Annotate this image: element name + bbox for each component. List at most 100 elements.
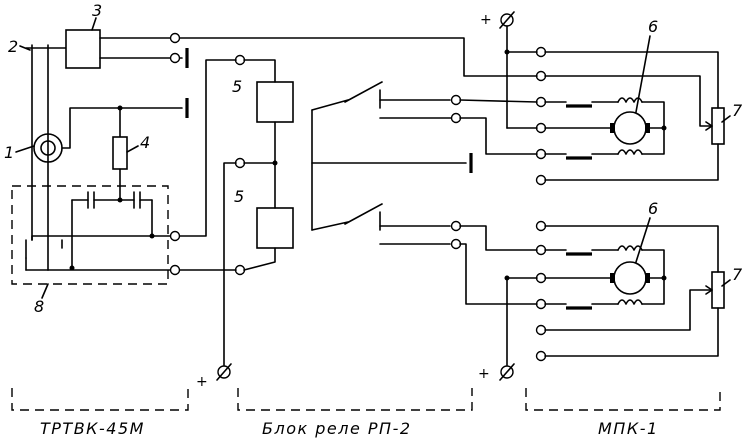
label-1: 1: [4, 143, 14, 162]
relay-wire: [243, 59, 276, 83]
relay-block-section: [179, 54, 473, 366]
junction-dot: [661, 125, 667, 131]
leader-line-4: [126, 145, 139, 153]
relay-coil-lower: [256, 207, 294, 249]
leader-line-7: [721, 115, 731, 123]
pot-wiper-wire: [544, 75, 713, 127]
mpk-terminal: [535, 70, 547, 82]
junction-dot: [117, 197, 123, 203]
leader-line-1: [15, 145, 35, 153]
component-labels: 1 2 3 4 5 5 6 6 7 7 8: [4, 1, 743, 316]
trtvk-terminal: [169, 264, 181, 276]
pot-wire: [544, 143, 719, 181]
relay-coil-upper: [256, 81, 294, 123]
potentiometer-7-upper: [711, 107, 725, 145]
label-7b: 7: [732, 265, 743, 284]
supply-wire-lower: [506, 277, 538, 366]
relay-terminal: [450, 220, 462, 232]
leader-line-2: [19, 45, 31, 51]
supply-plus-top: +: [480, 12, 492, 28]
label-6a: 6: [648, 17, 658, 36]
supply-plus-mpk: +: [478, 366, 490, 382]
pot-wire: [544, 51, 719, 109]
supply-slash: [499, 363, 515, 381]
supply-slash: [499, 11, 515, 29]
bimetal-spiral-inner: [40, 140, 56, 156]
leader-line-8: [41, 283, 49, 299]
contact-upper-lever: [311, 99, 349, 111]
relay-wire: [243, 247, 276, 271]
motor-brush: [610, 123, 615, 133]
junction-dot: [504, 49, 510, 55]
mpk-terminal: [535, 350, 547, 362]
mpk-lower-section: [459, 217, 731, 366]
mpk-block-outline: [525, 388, 721, 411]
relay-terminal: [450, 112, 462, 124]
mpk-terminal: [535, 122, 547, 134]
junction-dot: [661, 275, 667, 281]
caption-trtvk: ТРТВК-45М: [40, 419, 145, 438]
field-coil: [617, 299, 643, 305]
sensor-box-3: [65, 29, 101, 69]
link-relay-mpk: [459, 243, 538, 305]
label-3: 3: [92, 1, 102, 20]
caption-mpk: МПК-1: [598, 419, 659, 438]
mpk-terminal: [535, 174, 547, 186]
label-4: 4: [140, 133, 150, 152]
trtvk-section: [11, 17, 189, 299]
mpk-upper-section: +: [179, 11, 731, 186]
link-box3-mpk: [179, 37, 538, 77]
contact-lower-blade: [344, 203, 383, 225]
caption-relay: Блок реле РП-2: [262, 419, 412, 438]
junction-dot: [272, 160, 278, 166]
motor-6-upper: [613, 111, 647, 145]
label-5a: 5: [232, 77, 242, 96]
trtvk-block-outline: [11, 388, 189, 411]
leader-line-7: [721, 279, 731, 287]
mpk-terminal: [535, 46, 547, 58]
mpk-terminal: [535, 272, 547, 284]
supply-plus-relay: +: [196, 374, 208, 390]
relay-terminal: [450, 238, 462, 250]
potentiometer-7-lower: [711, 271, 725, 309]
mpk-terminal: [535, 220, 547, 232]
supply-terminals: + +: [196, 363, 515, 390]
contact-lower-lever: [311, 221, 349, 231]
motor-6-lower: [613, 261, 647, 295]
relay-block-outline: [237, 388, 473, 411]
leader-line-6: [635, 35, 651, 113]
pot-wire: [544, 307, 719, 357]
block-outlines: [11, 388, 721, 411]
pot-wiper-wire: [544, 289, 713, 331]
label-2: 2: [8, 37, 18, 56]
relay-terminal: [234, 157, 246, 169]
mpk-terminal: [535, 298, 547, 310]
sensor-enclosure: [11, 185, 169, 285]
label-5b: 5: [234, 187, 244, 206]
supply-slash: [216, 363, 232, 381]
label-8: 8: [34, 297, 44, 316]
resistor-4: [112, 136, 128, 170]
link-relay-mpk: [459, 99, 538, 103]
relay-terminal: [234, 264, 246, 276]
motor-brush: [645, 273, 650, 283]
junction-dot: [504, 275, 510, 281]
leader-line-3: [91, 17, 97, 31]
field-coil: [617, 245, 643, 251]
mpk-terminal: [535, 244, 547, 256]
trtvk-terminal: [169, 32, 181, 44]
mpk-terminal: [535, 148, 547, 160]
pot-wire: [544, 225, 719, 273]
trtvk-terminal: [169, 52, 181, 64]
link-relay-mpk: [459, 117, 538, 155]
link-trtvk-relay: [179, 59, 237, 237]
field-coil: [617, 149, 643, 155]
leader-line-6: [635, 217, 651, 263]
relay-terminal: [450, 94, 462, 106]
label-6b: 6: [648, 199, 658, 218]
pot-arrow: [705, 121, 713, 131]
bimetal-spiral-tail: [61, 107, 121, 149]
relay-supply-wire: [223, 162, 237, 366]
link-relay-mpk: [459, 225, 538, 251]
